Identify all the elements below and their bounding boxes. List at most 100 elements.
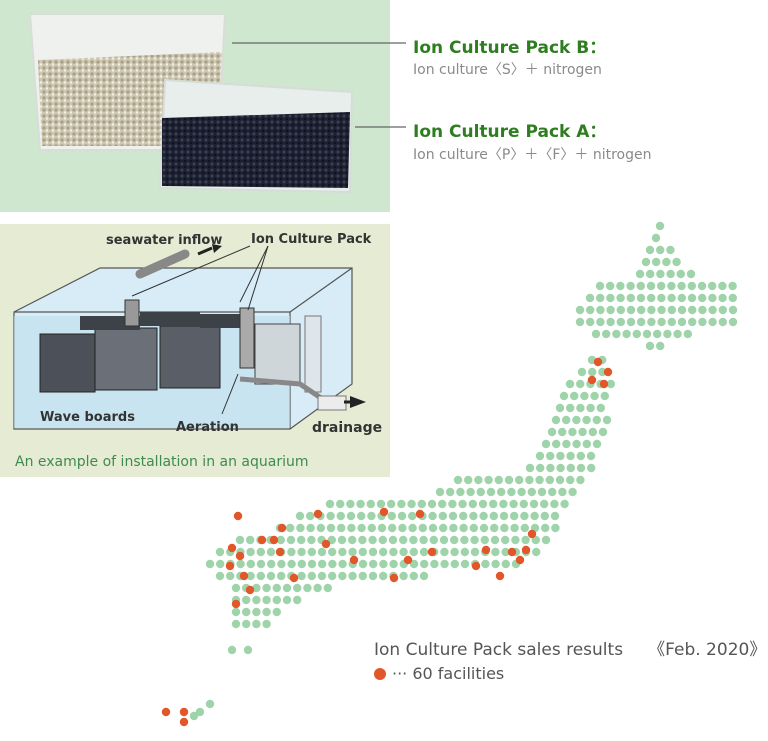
map-dot xyxy=(520,511,529,521)
drainage-label: drainage xyxy=(312,420,383,436)
map-dot xyxy=(550,511,560,521)
map-dot xyxy=(336,511,345,521)
map-dot xyxy=(657,305,666,315)
map-dot xyxy=(358,547,367,557)
map-dot xyxy=(266,571,276,581)
map-dot xyxy=(550,499,559,509)
map-dot xyxy=(318,559,327,569)
leader-lines xyxy=(232,42,406,128)
map-dot xyxy=(439,535,449,545)
pack-a-description: Ion culture〈P〉＋〈F〉＋ nitrogen xyxy=(413,147,652,163)
map-dot xyxy=(357,523,366,533)
map-dot xyxy=(408,523,417,533)
map-dot xyxy=(626,293,635,303)
map-dot xyxy=(566,451,575,461)
map-dot xyxy=(307,535,316,545)
map-dot xyxy=(262,607,271,617)
map-dot xyxy=(667,305,676,315)
map-dot xyxy=(546,451,555,461)
map-dot xyxy=(216,559,225,569)
map-dot xyxy=(246,535,255,545)
map-dot xyxy=(525,463,535,473)
map-dot xyxy=(440,547,449,557)
map-dot xyxy=(708,293,717,303)
map-dot xyxy=(626,305,636,315)
map-dot xyxy=(277,559,286,569)
map-dot xyxy=(688,317,697,327)
map-dot xyxy=(568,487,577,497)
map-dot xyxy=(262,583,271,593)
facility-dot xyxy=(277,523,287,533)
map-dot xyxy=(297,571,306,581)
map-dot xyxy=(677,305,687,315)
map-dot xyxy=(541,523,550,533)
map-dot xyxy=(460,535,469,545)
map-dot xyxy=(530,511,539,521)
map-dot xyxy=(215,571,225,581)
map-dot xyxy=(592,415,601,425)
map-dot xyxy=(588,427,597,437)
map-dot xyxy=(562,439,571,449)
facility-dot xyxy=(235,551,245,561)
map-dot xyxy=(323,583,332,593)
map-dot xyxy=(606,305,615,315)
map-dot xyxy=(555,475,565,485)
map-dot xyxy=(409,571,418,581)
map-dot xyxy=(468,499,477,509)
map-dot xyxy=(470,535,479,545)
map-dot xyxy=(566,463,575,473)
facility-dot xyxy=(231,599,241,609)
facility-dot xyxy=(481,545,491,555)
map-dot xyxy=(256,559,266,569)
map-dot xyxy=(646,281,656,291)
map-dot xyxy=(450,535,459,545)
map-dot xyxy=(688,305,697,315)
map-dot xyxy=(728,293,737,303)
map-dot xyxy=(420,559,429,569)
map-dot xyxy=(551,415,561,425)
facility-dot xyxy=(599,379,609,389)
map-dot xyxy=(572,439,581,449)
map-dot xyxy=(582,439,591,449)
map-dot xyxy=(657,293,666,303)
map-dot xyxy=(626,317,636,327)
map-dot xyxy=(236,559,245,569)
pack-b-description: Ion culture〈S〉＋ nitrogen xyxy=(413,62,602,78)
map-dot xyxy=(525,475,534,485)
facility-dot xyxy=(227,543,237,553)
map-dot xyxy=(306,511,315,521)
map-dot xyxy=(652,257,661,267)
map-dot xyxy=(235,535,245,545)
map-dot xyxy=(376,499,386,509)
map-dot xyxy=(565,379,575,389)
map-dot xyxy=(504,475,514,485)
facility-dot xyxy=(389,573,399,583)
map-dot xyxy=(677,317,687,327)
map-dot xyxy=(317,571,327,581)
map-dot xyxy=(582,415,591,425)
map-dot xyxy=(651,233,661,243)
map-dot xyxy=(460,547,469,557)
map-dot xyxy=(517,487,526,497)
map-dot xyxy=(297,535,306,545)
map-dot xyxy=(338,559,347,569)
map-dot xyxy=(419,535,428,545)
map-dot xyxy=(606,317,615,327)
map-dot xyxy=(497,487,506,497)
map-dot xyxy=(677,281,686,291)
map-dot xyxy=(687,281,696,291)
map-dot xyxy=(521,535,530,545)
map-dot xyxy=(576,379,585,389)
map-dot xyxy=(547,427,557,437)
map-dot xyxy=(520,523,529,533)
map-dot xyxy=(256,547,265,557)
map-dot xyxy=(293,595,302,605)
map-dot xyxy=(252,595,261,605)
map-dot xyxy=(438,499,447,509)
map-dot xyxy=(653,329,662,339)
map-dot xyxy=(328,547,337,557)
map-dot xyxy=(397,511,407,521)
map-dot xyxy=(346,499,355,509)
map-dot xyxy=(535,451,545,461)
map-dot xyxy=(568,427,577,437)
